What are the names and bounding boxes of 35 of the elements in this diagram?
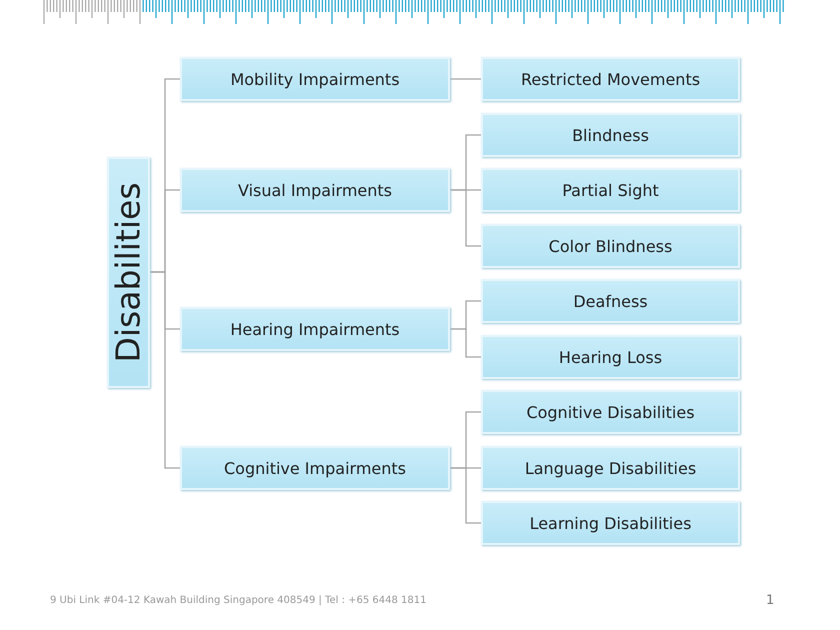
- node-label: Language Disabilities: [524, 458, 696, 478]
- node-label: Mobility Impairments: [230, 70, 400, 88]
- node-label: Visual Impairments: [238, 180, 392, 200]
- category-box: [481, 446, 740, 490]
- connector-line: [450, 189, 481, 247]
- root-box: [107, 157, 150, 388]
- connector-line: [450, 467, 481, 524]
- node-label: Cognitive Disabilities: [526, 402, 695, 422]
- node-label: Partial Sight: [562, 180, 659, 200]
- category-box: [180, 57, 450, 101]
- node-label: Disabilities: [109, 182, 148, 363]
- node-label: Restricted Movements: [520, 70, 700, 88]
- category-box: [481, 279, 740, 323]
- node-label: Color Blindness: [548, 236, 672, 256]
- page-number: 1: [766, 593, 774, 608]
- connector-line: [150, 271, 180, 469]
- category-box: [481, 113, 740, 157]
- connector-line: [450, 78, 481, 80]
- node-label: Cognitive Impairments: [224, 458, 406, 478]
- connector-line: [450, 328, 481, 358]
- node-label: Learning Disabilities: [530, 514, 692, 532]
- category-box: [481, 224, 740, 268]
- category-box: [481, 57, 740, 101]
- category-box: [481, 168, 740, 212]
- category-box: [481, 501, 740, 545]
- category-box: [481, 335, 740, 379]
- node-label: Hearing Impairments: [230, 320, 400, 338]
- category-box: [180, 168, 450, 212]
- node-label: Blindness: [572, 126, 649, 144]
- node-label: Deafness: [573, 292, 648, 310]
- category-box: [180, 446, 450, 490]
- node-label: Hearing Loss: [558, 348, 662, 366]
- category-box: [481, 390, 740, 434]
- category-box: [180, 307, 450, 351]
- footer-address: 9 Ubi Link #04-12 Kawah Building Singapore 408549 | Tel : +65 6448 1811: [50, 595, 426, 606]
